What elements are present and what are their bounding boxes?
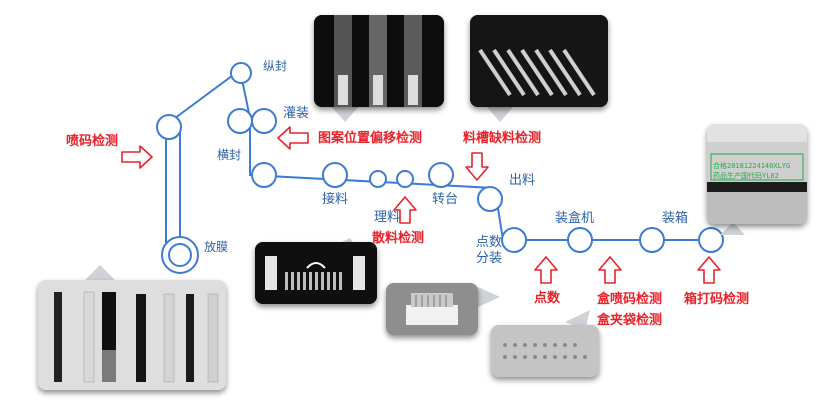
roller-liliao-2	[396, 170, 414, 188]
pointer-topcenter	[330, 105, 360, 122]
roller-zhuantai	[428, 162, 454, 188]
station-guanzhuang: 灌装	[283, 106, 310, 121]
photo-engraved-code	[491, 325, 599, 377]
inspection-penma: 喷码检测	[66, 134, 119, 149]
arrow-xiang-icon	[697, 256, 721, 284]
roller-jieliao	[322, 162, 348, 188]
station-fangmo: 放膜	[204, 240, 229, 254]
carton-code-line2: 药品生产国代码YL02	[713, 172, 779, 180]
roller-liliao-1	[369, 170, 387, 188]
pointer-machine	[478, 287, 500, 307]
inspection-xiang-dama: 箱打码检测	[684, 292, 750, 307]
inspection-sanliao: 散料检测	[372, 231, 425, 246]
roller-left-top	[156, 114, 182, 140]
roller-lower	[251, 162, 277, 188]
roller-guanzhuang	[251, 108, 277, 134]
arrow-liaocao-icon	[465, 152, 489, 181]
photo-count-machine	[386, 283, 478, 335]
carton-code-line1: 合格20181224140XLYG	[713, 162, 791, 170]
station-chuliao: 出料	[509, 173, 536, 188]
inspection-liaocao: 料槽缺料检测	[463, 131, 542, 146]
photo-trough	[470, 15, 608, 107]
inspection-he-penma: 盒喷码检测	[597, 292, 663, 307]
roller-fenzhuang	[501, 227, 527, 253]
arrow-he-icon	[598, 256, 622, 284]
arrow-penma-icon	[121, 145, 153, 169]
station-liliao: 理料	[374, 210, 401, 225]
inspection-dianshu: 点数	[534, 291, 561, 306]
photo-strips	[38, 280, 226, 390]
roller-zhuangxiang-1	[639, 227, 665, 253]
photo-pattern-offset	[314, 15, 444, 107]
station-zhuantai: 转台	[432, 192, 459, 207]
arrow-tuan-icon	[277, 126, 309, 150]
roller-chuliao	[477, 186, 503, 212]
station-zongfeng: 纵封	[263, 59, 288, 73]
station-hengfeng: 横封	[217, 148, 242, 162]
station-dianshu-1: 点数	[476, 235, 503, 250]
roller-zongfeng	[230, 62, 252, 84]
arrow-sanliao-icon	[393, 196, 417, 224]
pointer-topright	[485, 105, 515, 122]
roller-zhuangxiang-2	[698, 227, 724, 253]
photo-scattered	[255, 242, 377, 304]
station-jieliao: 接料	[322, 192, 349, 207]
photo-carton-code: 合格20181224140XLYG 药品生产国代码YL02	[707, 124, 807, 224]
inspection-he-jiadai: 盒夹袋检测	[597, 313, 663, 328]
film-reel-inner	[168, 243, 192, 267]
rollers	[156, 62, 724, 274]
roller-hengfeng	[227, 108, 253, 134]
pointer-carton	[720, 222, 745, 235]
station-zhuangxiang: 装箱	[662, 211, 689, 226]
station-zhuanghe: 装盒机	[555, 211, 595, 226]
inspection-tuan-weizhi: 图案位置偏移检测	[318, 131, 423, 146]
roller-zhuanghe	[567, 227, 593, 253]
arrow-dianshu-icon	[534, 256, 558, 284]
station-dianshu-2: 分装	[476, 251, 503, 266]
